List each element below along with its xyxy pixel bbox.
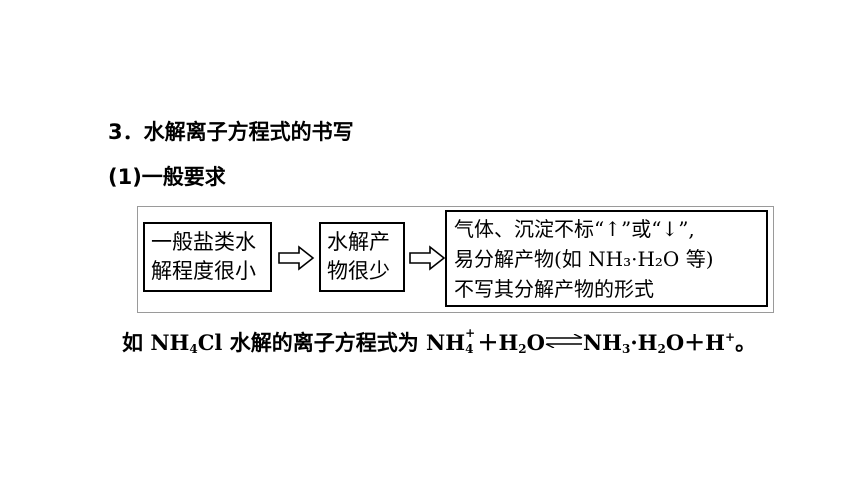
water-term: ＋H: [477, 330, 519, 355]
ammonium-ion: NH: [426, 330, 466, 355]
hydrate-dot: ·H: [630, 330, 658, 355]
flow-diagram: 一般盐类水 解程度很小 水解产 物很少 气体、沉淀不标“↑”或“↓”, 易分解产…: [137, 206, 774, 313]
subscript: 4: [189, 342, 198, 356]
salt-formula-rest: Cl: [197, 330, 223, 355]
flow-box-line: 易分解产物(如 NH₃·H₂O 等): [454, 247, 714, 271]
water-term-o: O: [526, 330, 545, 355]
flow-box-line: 不写其分解产物的形式: [454, 277, 654, 301]
subscript: 2: [518, 342, 527, 356]
section-heading: 3．水解离子方程式的书写: [108, 120, 354, 144]
subscript: 3: [622, 342, 631, 356]
flow-box-line: 一般盐类水: [151, 230, 256, 254]
ion-charge: +4: [465, 326, 477, 356]
proton-term: O＋H: [665, 330, 726, 355]
hollow-right-arrow-icon: [409, 245, 446, 271]
flow-box-line: 解程度很小: [151, 259, 256, 283]
salt-formula: NH: [150, 330, 190, 355]
subscript: 4: [465, 342, 474, 356]
equation-middle-text: 水解的离子方程式为: [222, 331, 427, 355]
flow-box-few-products: 水解产 物很少: [319, 222, 405, 292]
flow-box-hydrolysis-degree: 一般盐类水 解程度很小: [143, 222, 272, 292]
reversible-arrow-icon: [545, 334, 583, 348]
section-subheading: (1)一般要求: [108, 165, 226, 189]
hollow-right-arrow-icon: [278, 245, 315, 271]
flow-box-line: 气体、沉淀不标“↑”或“↓”,: [454, 217, 695, 241]
subscript: 2: [657, 342, 666, 356]
ammonia-term: NH: [582, 330, 622, 355]
flow-box-line: 水解产: [327, 230, 390, 254]
flow-box-line: 物很少: [327, 259, 390, 283]
equation-prefix: 如: [122, 331, 151, 355]
superscript: +: [465, 326, 476, 340]
superscript: +: [725, 330, 736, 344]
equation-end: 。: [735, 331, 757, 355]
flow-box-rules: 气体、沉淀不标“↑”或“↓”, 易分解产物(如 NH₃·H₂O 等) 不写其分解…: [445, 210, 768, 307]
